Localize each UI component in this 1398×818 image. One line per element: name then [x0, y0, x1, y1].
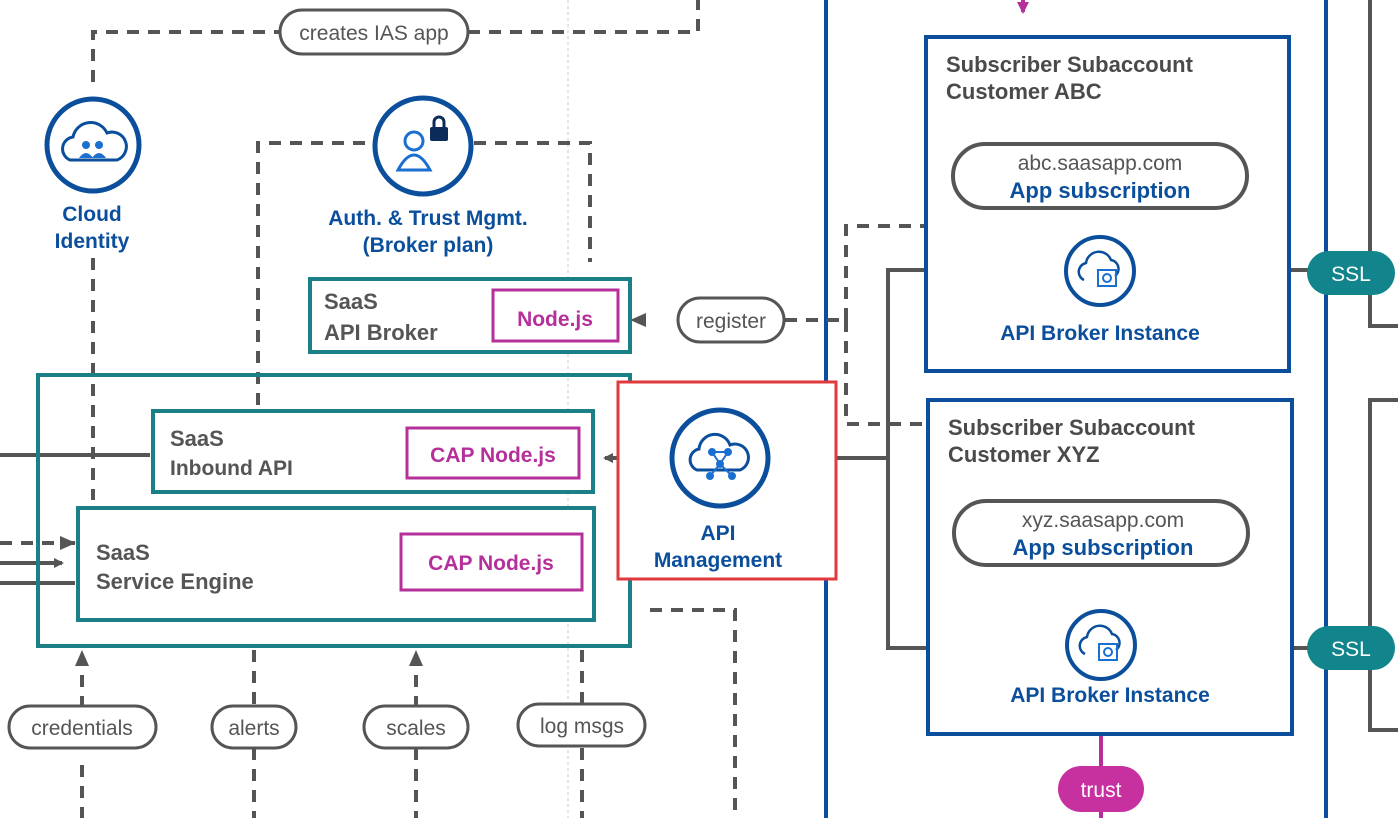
- svg-text:CAP Node.js: CAP Node.js: [430, 444, 556, 467]
- pill-scales: scales: [362, 704, 470, 750]
- api-network-icon: [688, 432, 750, 480]
- user-lock-icon: [395, 115, 448, 172]
- saas-api-broker-box: SaaS API Broker Node.js: [308, 277, 632, 354]
- svg-text:Identity: Identity: [55, 230, 130, 253]
- svg-text:scales: scales: [386, 717, 446, 740]
- ssl-badge-top: SSL: [1307, 251, 1395, 295]
- cap-nodejs-badge: [405, 426, 581, 480]
- subaccount-abc: Subscriber Subaccount Customer ABC abc.s…: [924, 35, 1291, 373]
- svg-text:(Broker plan): (Broker plan): [363, 234, 494, 257]
- svg-text:alerts: alerts: [228, 717, 279, 740]
- svg-text:SaaS: SaaS: [324, 289, 378, 314]
- svg-text:Subscriber Subaccount: Subscriber Subaccount: [946, 52, 1194, 77]
- dashed-connectors: [0, 0, 926, 818]
- auth-trust-node: Auth. & Trust Mgmt. (Broker plan): [328, 95, 528, 257]
- app-subscription-pill: [951, 142, 1249, 210]
- pill-log-msgs: log msgs: [516, 702, 647, 748]
- svg-text:API Broker: API Broker: [324, 320, 438, 345]
- svg-text:Subscriber Subaccount: Subscriber Subaccount: [948, 415, 1196, 440]
- pill-alerts: alerts: [210, 704, 298, 750]
- trust-badge: trust: [1058, 766, 1144, 812]
- svg-text:CAP Node.js: CAP Node.js: [428, 552, 554, 575]
- svg-text:Customer XYZ: Customer XYZ: [948, 442, 1100, 467]
- saas-service-engine-box: SaaS Service Engine CAP Node.js: [76, 506, 596, 622]
- cloud-users-icon: [61, 121, 128, 162]
- cloud-identity-node: Cloud Identity: [44, 96, 142, 253]
- svg-text:trust: trust: [1081, 779, 1122, 802]
- svg-text:Service Engine: Service Engine: [96, 569, 254, 594]
- nodejs-badge: [491, 288, 620, 343]
- svg-text:creates IAS app: creates IAS app: [299, 22, 448, 45]
- pill-register: register: [676, 296, 786, 344]
- cap-nodejs-badge: [399, 532, 584, 592]
- app-subscription-pill: [952, 499, 1250, 567]
- svg-text:credentials: credentials: [31, 717, 133, 740]
- dashed-arrowheads: [60, 313, 646, 666]
- svg-text:log msgs: log msgs: [540, 715, 624, 738]
- svg-text:SSL: SSL: [1331, 638, 1371, 661]
- svg-text:SaaS: SaaS: [170, 426, 224, 451]
- svg-text:register: register: [696, 310, 766, 333]
- svg-text:Auth. & Trust Mgmt.: Auth. & Trust Mgmt.: [328, 207, 527, 230]
- svg-text:Cloud: Cloud: [62, 203, 121, 226]
- pill-credentials: credentials: [7, 704, 158, 750]
- svg-text:xyz.saasapp.com: xyz.saasapp.com: [1022, 509, 1184, 532]
- svg-text:Customer ABC: Customer ABC: [946, 79, 1102, 104]
- svg-text:SSL: SSL: [1331, 263, 1371, 286]
- svg-text:API: API: [700, 522, 735, 545]
- subaccount-xyz: Subscriber Subaccount Customer XYZ xyz.s…: [926, 398, 1294, 736]
- svg-text:Inbound API: Inbound API: [170, 457, 293, 480]
- svg-text:SaaS: SaaS: [96, 540, 150, 565]
- svg-text:App subscription: App subscription: [1013, 535, 1194, 560]
- cloud-gear-icon: [1078, 624, 1121, 661]
- svg-text:API Broker Instance: API Broker Instance: [1010, 684, 1210, 707]
- cloud-gear-icon: [1077, 250, 1120, 287]
- saas-inbound-api-box: SaaS Inbound API CAP Node.js: [151, 409, 595, 494]
- api-management-node: API Management: [616, 380, 838, 581]
- svg-text:abc.saasapp.com: abc.saasapp.com: [1018, 152, 1183, 175]
- pill-creates-ias: creates IAS app: [278, 8, 470, 56]
- ssl-badge-bottom: SSL: [1307, 626, 1395, 670]
- svg-text:Management: Management: [654, 549, 782, 572]
- svg-text:App subscription: App subscription: [1010, 178, 1191, 203]
- svg-text:Node.js: Node.js: [517, 308, 593, 331]
- svg-text:API Broker Instance: API Broker Instance: [1000, 322, 1200, 345]
